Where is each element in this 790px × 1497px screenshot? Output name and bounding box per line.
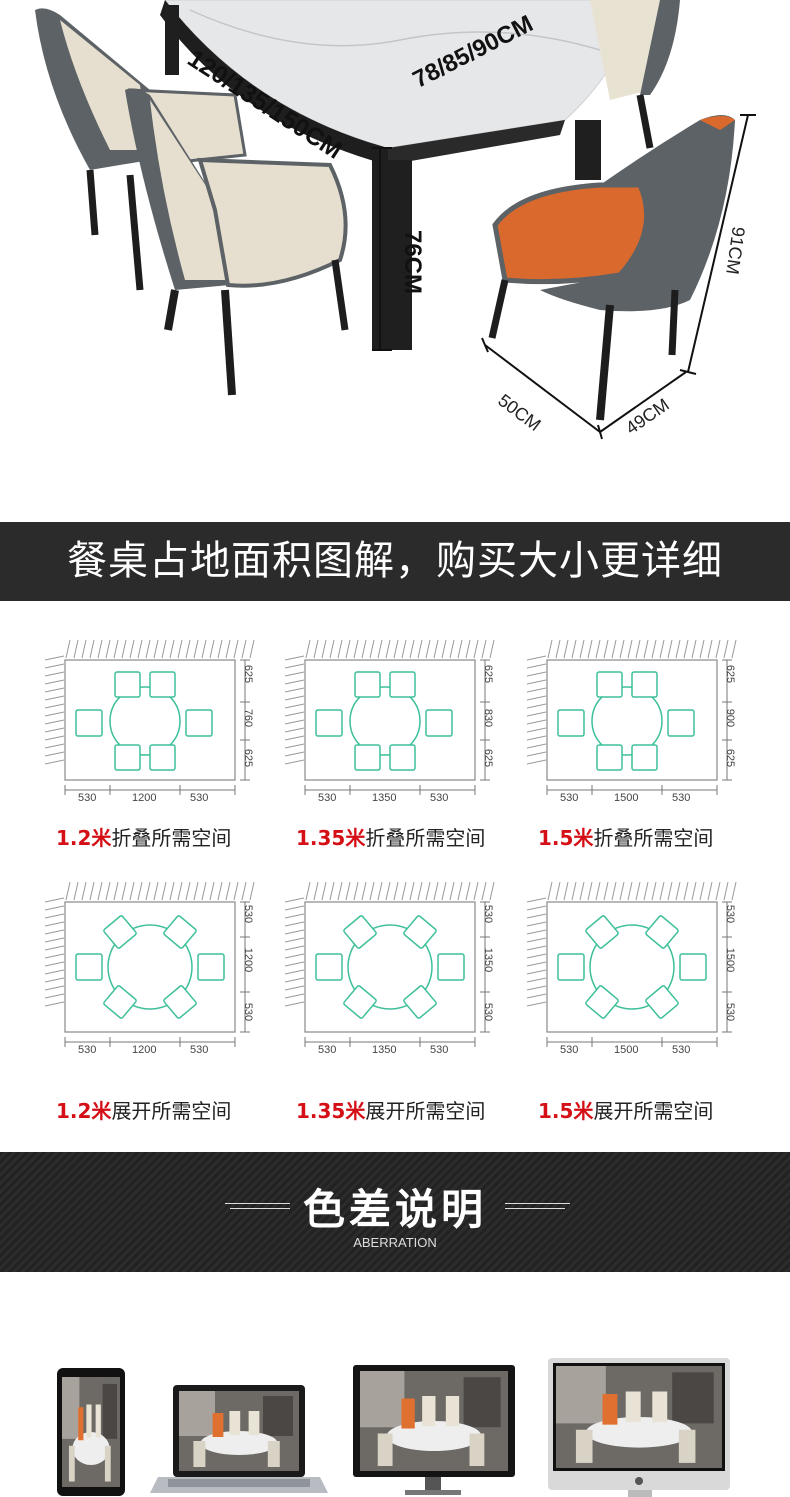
caption-text: 折叠所需空间 — [365, 826, 486, 850]
floor-space-title: 餐桌占地面积图解，购买大小更详细 — [67, 538, 723, 584]
plan-dim-right: 530 — [672, 792, 691, 804]
plan-dim-bottom: 530 — [242, 1002, 254, 1022]
plan-dim-middle: 760 — [242, 708, 254, 728]
devices-illustration — [57, 1358, 730, 1497]
product-photo: 120/135/150CM 78/85/90CM 76CM 91CM 50CM … — [0, 0, 790, 522]
plan-dim-center: 1500 — [614, 792, 639, 804]
caption-size: 1.2米 — [56, 826, 112, 850]
caption-text: 折叠所需空间 — [593, 826, 714, 850]
plan-dim-bottom: 625 — [242, 748, 254, 768]
plan-dim-bottom: 530 — [724, 1002, 736, 1022]
floor-plan-caption: 1.2米展开所需空间 — [56, 1095, 231, 1124]
floor-plan-open-3: 530 1500 530 530 1500 530 — [522, 882, 742, 1062]
floor-plan-fold-2: 530 1350 530 625 830 625 — [280, 640, 500, 820]
divider-left-2 — [230, 1208, 290, 1209]
plan-dim-bottom: 530 — [482, 1002, 494, 1022]
plan-dim-middle: 900 — [724, 708, 736, 728]
table-height-dimension: 76CM — [399, 229, 426, 295]
floor-plan-caption: 1.5米折叠所需空间 — [538, 822, 713, 851]
plan-dim-middle: 1350 — [482, 947, 494, 973]
floor-plan-open-1: 530 1200 530 530 1200 530 — [40, 882, 260, 1062]
caption-text: 折叠所需空间 — [111, 826, 232, 850]
plan-dim-top: 625 — [242, 664, 254, 684]
divider-right-2 — [505, 1208, 565, 1209]
floor-plan-caption: 1.35米折叠所需空间 — [296, 822, 485, 851]
monitor-icon — [353, 1365, 515, 1495]
divider-right — [505, 1203, 570, 1204]
plan-dim-top: 530 — [482, 904, 494, 924]
plan-dim-left: 530 — [78, 792, 97, 804]
caption-size: 1.2米 — [56, 1099, 112, 1123]
aberration-subtitle: ABERRATION — [353, 1235, 437, 1250]
plan-dim-top: 530 — [724, 904, 736, 924]
plan-dim-left: 530 — [318, 1044, 337, 1056]
aberration-title: 色差说明 — [302, 1185, 487, 1234]
plan-dim-center: 1200 — [132, 1044, 157, 1056]
plan-dim-right: 530 — [190, 792, 209, 804]
plan-dim-middle: 830 — [482, 708, 494, 728]
plan-dim-center: 1350 — [372, 792, 397, 804]
plan-dim-left: 530 — [318, 792, 337, 804]
caption-size: 1.5米 — [538, 826, 594, 850]
plan-dim-left: 530 — [78, 1044, 97, 1056]
floor-plan-caption: 1.35米展开所需空间 — [296, 1095, 485, 1124]
caption-text: 展开所需空间 — [365, 1099, 486, 1123]
plan-dim-bottom: 625 — [482, 748, 494, 768]
plan-dim-center: 1350 — [372, 1044, 397, 1056]
plan-dim-right: 530 — [430, 1044, 449, 1056]
plan-dim-center: 1500 — [614, 1044, 639, 1056]
floor-plan-caption: 1.5米展开所需空间 — [538, 1095, 713, 1124]
plan-dim-middle: 1200 — [242, 947, 254, 973]
plan-dim-right: 530 — [190, 1044, 209, 1056]
plan-dim-bottom: 625 — [724, 748, 736, 768]
laptop-icon — [150, 1385, 328, 1493]
caption-text: 展开所需空间 — [593, 1099, 714, 1123]
plan-dim-right: 530 — [430, 792, 449, 804]
floor-space-banner: 餐桌占地面积图解，购买大小更详细 — [0, 522, 790, 601]
plan-dim-left: 530 — [560, 1044, 579, 1056]
plan-dim-middle: 1500 — [724, 947, 736, 973]
floor-plan-caption: 1.2米折叠所需空间 — [56, 822, 231, 851]
plan-dim-top: 625 — [724, 664, 736, 684]
floor-plan-fold-3: 530 1500 530 625 900 625 — [522, 640, 742, 820]
plan-dim-top: 625 — [482, 664, 494, 684]
floor-plan-open-2: 530 1350 530 530 1350 530 — [280, 882, 500, 1062]
phone-icon — [57, 1368, 125, 1496]
floor-plan-fold-1: 530 1200 530 625 760 625 — [40, 640, 260, 820]
divider-left — [225, 1203, 290, 1204]
plan-dim-right: 530 — [672, 1044, 691, 1056]
caption-size: 1.5米 — [538, 1099, 594, 1123]
desktop-computer-icon — [548, 1358, 730, 1497]
caption-size: 1.35米 — [296, 1099, 366, 1123]
caption-size: 1.35米 — [296, 826, 366, 850]
plan-dim-top: 530 — [242, 904, 254, 924]
table-and-chairs-illustration — [35, 0, 756, 440]
caption-text: 展开所需空间 — [111, 1099, 232, 1123]
plan-dim-left: 530 — [560, 792, 579, 804]
plan-dim-center: 1200 — [132, 792, 157, 804]
aberration-banner — [0, 1152, 790, 1272]
